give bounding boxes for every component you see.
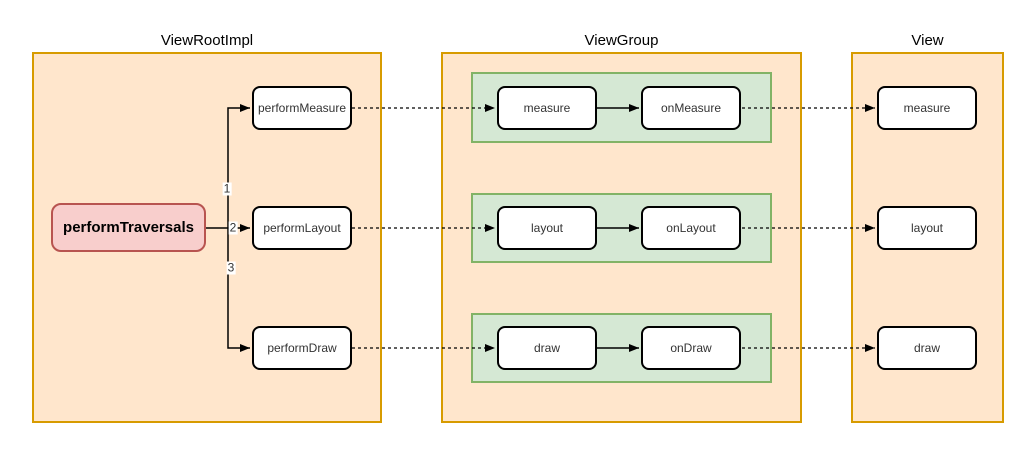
node-view-draw: draw [877,326,977,370]
node-viewgroup-onlayout: onLayout [641,206,741,250]
node-viewgroup-draw: draw [497,326,597,370]
edge-label-draw-order: 3 [226,260,236,275]
node-view-layout: layout [877,206,977,250]
node-perform-traversals: performTraversals [51,203,206,252]
edge-label-layout-order: 2 [228,220,238,235]
node-perform-draw: performDraw [252,326,352,370]
node-viewgroup-onmeasure: onMeasure [641,86,741,130]
container-title-view: View [911,32,944,49]
node-perform-layout: performLayout [252,206,352,250]
node-perform-measure: performMeasure [252,86,352,130]
edge-label-measure-order: 1 [222,181,232,196]
node-viewgroup-ondraw: onDraw [641,326,741,370]
node-viewgroup-layout: layout [497,206,597,250]
node-viewgroup-measure: measure [497,86,597,130]
node-view-measure: measure [877,86,977,130]
container-title-viewrootimpl: ViewRootImpl [160,32,254,49]
container-title-viewgroup: ViewGroup [584,32,659,49]
